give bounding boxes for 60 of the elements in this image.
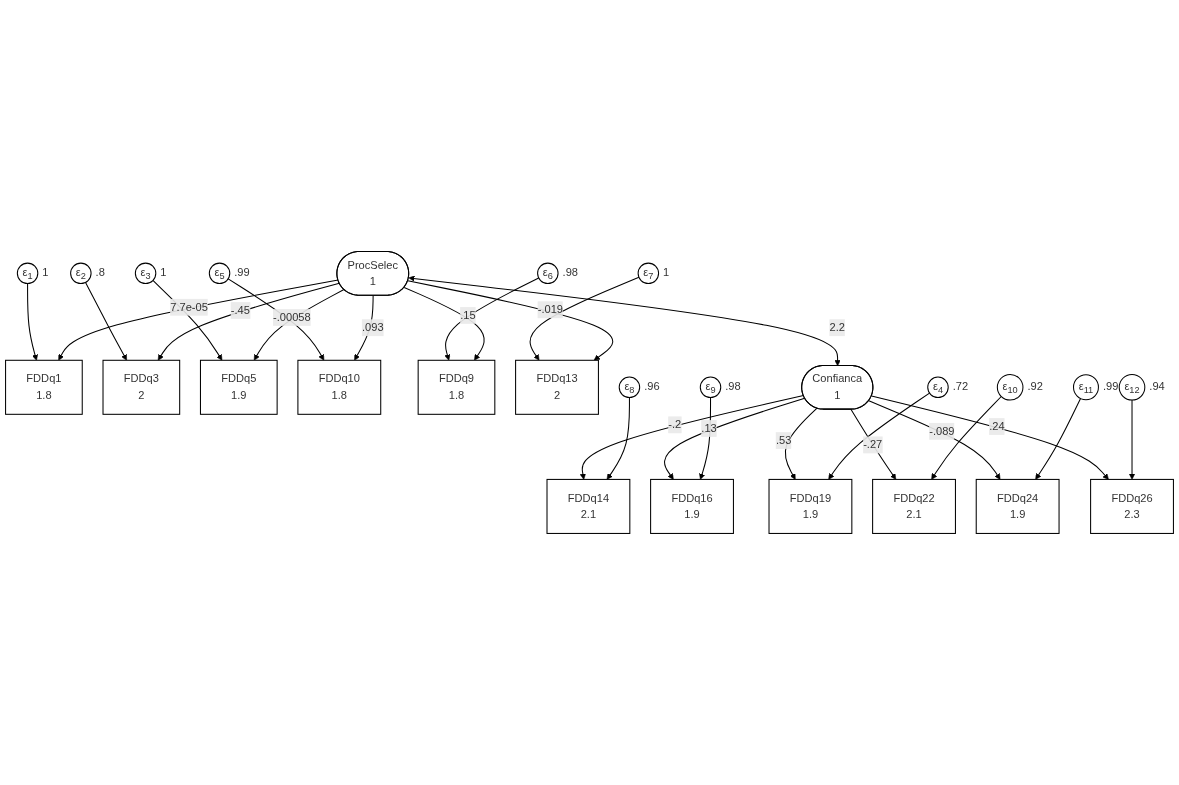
arrow [354,295,374,361]
edge-label: -.019 [537,303,563,316]
edge-label: -.00058 [273,311,311,324]
node-box: FDDq22 2.1 [872,478,956,534]
node-label: 1 [160,266,167,278]
node-box: FDDq19 1.9 [768,478,853,534]
node-label: .98 [562,266,578,278]
node-box: FDDq14 2.1 [546,478,631,534]
arrow [253,289,345,361]
edge-label: .15 [460,309,476,321]
edge-label: -.2 [668,418,682,431]
arrow [784,407,818,480]
edge-label: .53 [775,434,792,447]
node-label: 1 [663,266,670,278]
arrow [868,400,1001,480]
node-box: FDDq10 1.8 [297,359,382,415]
node-label: .96 [644,379,660,392]
arrow [1128,399,1136,480]
arrow [529,276,640,361]
node-label: .99 [234,266,250,278]
node-label: 1 [42,266,49,278]
arrow [579,394,805,480]
arrow [931,396,1002,480]
node-label: .72 [952,379,969,392]
arrow [27,283,38,361]
arrow [444,277,540,361]
node-box: FDDq16 1.9 [650,478,734,534]
edge-label: 2.2 [829,321,845,334]
edge-label: -.45 [230,304,250,317]
node-box: FDDq5 1.9 [199,359,278,415]
edge-label: 7.7e-05 [170,301,208,313]
arrow [828,392,931,480]
edge-label: .093 [361,321,384,334]
node-label: .98 [725,379,741,392]
edge-label: -.089 [929,425,955,437]
node-label: .8 [95,266,105,278]
arrow [408,275,841,367]
arrow [407,280,614,361]
arrow [664,397,806,480]
arrow [699,397,712,480]
arrow [606,397,630,480]
node-box: FDDq13 2 [515,359,599,415]
arrow [403,286,485,361]
edge-label: -.27 [863,438,883,451]
arrow [850,408,897,480]
node-label: .94 [1149,379,1165,392]
edge-label: .13 [701,422,717,435]
arrow [1035,398,1082,480]
edge-label: .24 [989,420,1005,433]
node-box: FDDq26 2.3 [1090,478,1174,534]
node-box: FDDq1 1.8 [5,359,83,415]
node-box: FDDq24 1.9 [975,478,1060,534]
arrow [85,281,127,361]
node-box: FDDq3 2 [102,359,181,415]
arrow [871,395,1109,480]
arrow [157,282,340,361]
arrow [58,279,339,361]
node-box: FDDq9 1.8 [417,359,496,415]
node-label: .99 [1102,379,1119,392]
node-label: .92 [1027,379,1043,392]
